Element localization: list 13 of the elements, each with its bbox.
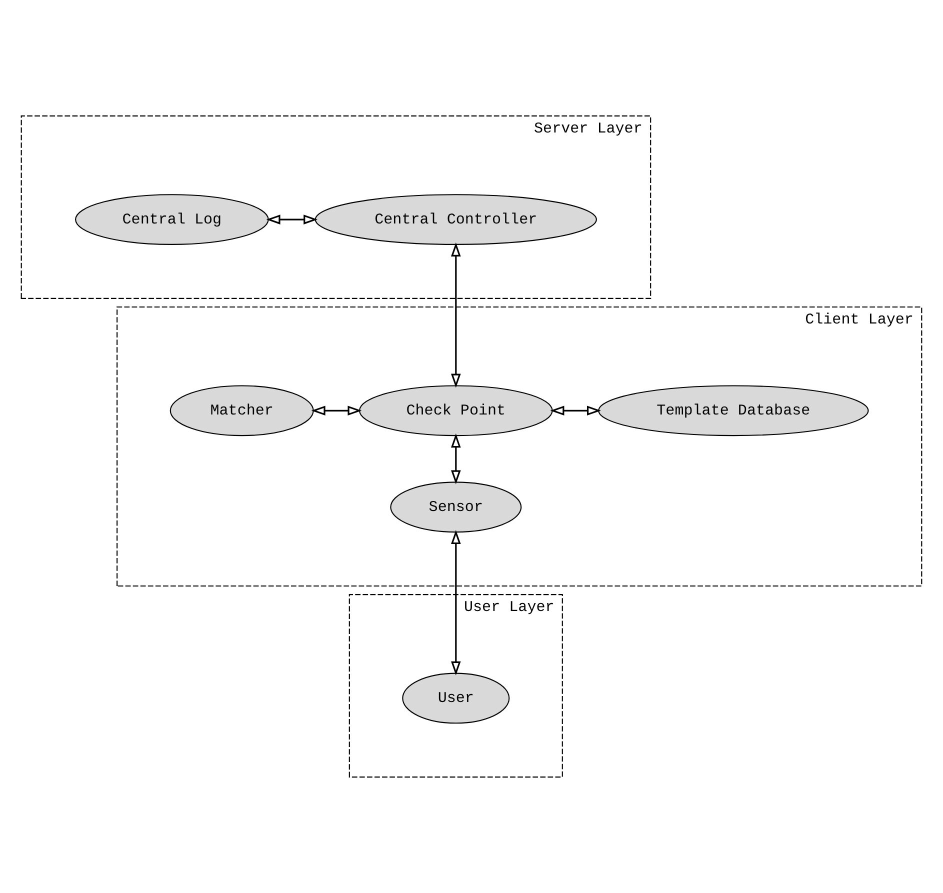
arrow [451, 434, 461, 484]
node-ellipse: Check Point [358, 385, 553, 436]
arrow [550, 406, 601, 416]
arrow [266, 214, 318, 224]
node-ellipse: Template Database [598, 385, 869, 436]
arrow [451, 242, 461, 388]
node-ellipse: Central Controller [314, 194, 597, 245]
node-ellipse: User [402, 672, 510, 724]
node-ellipse: Matcher [170, 385, 314, 436]
node-ellipse: Central Log [75, 194, 269, 245]
node-ellipse: Sensor [390, 482, 522, 533]
arrow [451, 530, 461, 676]
arrow [311, 406, 362, 416]
